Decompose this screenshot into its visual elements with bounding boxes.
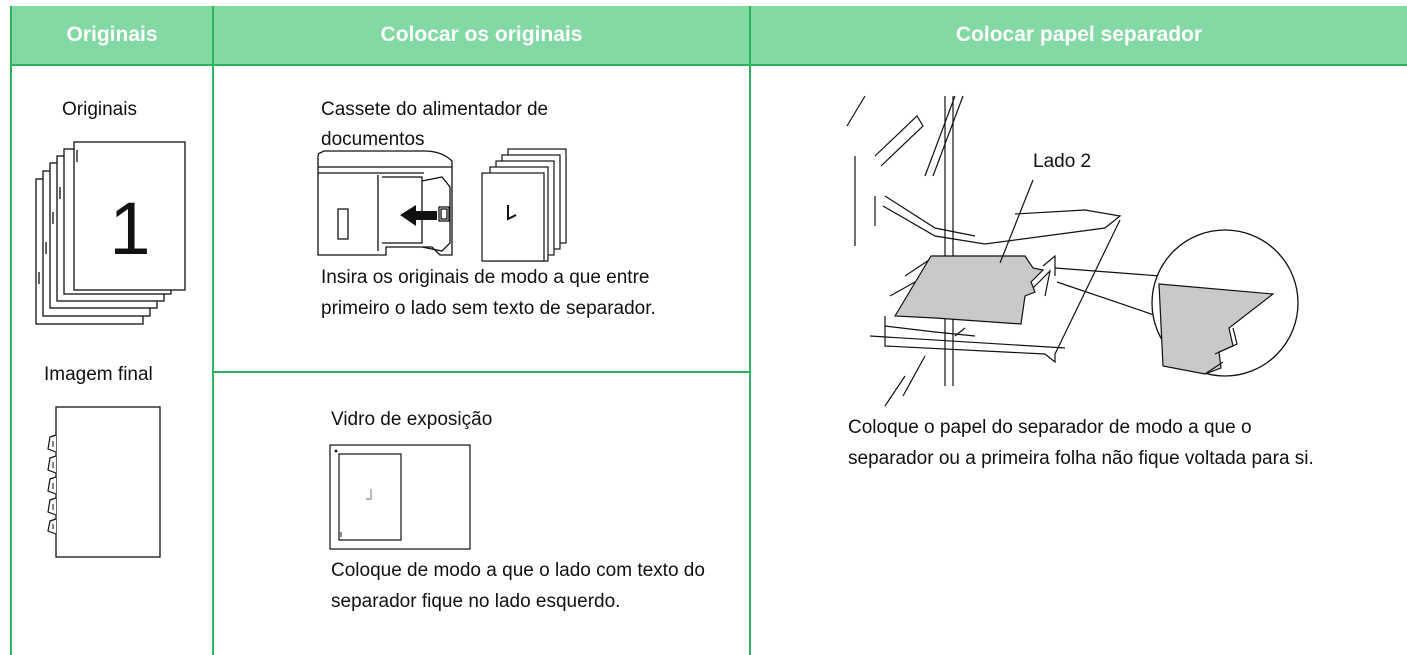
bypass-tray-side-label: Lado 2	[1033, 151, 1092, 172]
header-placing-originals: Colocar os originais	[214, 6, 749, 64]
final-image-label: Imagem final	[44, 364, 153, 385]
originals-label: Originais	[62, 99, 137, 120]
document-glass-illustration	[329, 444, 471, 550]
header-originals-label: Originais	[66, 23, 158, 46]
document-feeder-title: Cassete do alimentador de documentos	[321, 99, 549, 150]
header-placing-tab-paper-label: Colocar papel separador	[955, 23, 1203, 46]
bypass-tray-illustration	[846, 95, 1299, 407]
original-page-number: 1	[109, 187, 150, 270]
divider-col-1	[212, 6, 214, 655]
header-originals: Originais	[12, 6, 212, 64]
middle-row-divider	[212, 371, 751, 373]
header-placing-originals-label: Colocar os originais	[380, 23, 583, 46]
document-glass-title: Vidro de exposição	[331, 409, 493, 430]
final-image-illustration	[47, 406, 161, 558]
left-border	[10, 6, 12, 655]
document-feeder-instruction: Insira os originais de modo a que entre …	[321, 267, 656, 319]
divider-col-2	[749, 6, 751, 655]
document-feeder-illustration	[317, 148, 567, 262]
header-bottom-border	[10, 64, 1407, 66]
bypass-tray-instruction: Coloque o papel do separador de modo a q…	[848, 417, 1314, 469]
header-placing-tab-paper: Colocar papel separador	[751, 6, 1407, 64]
document-glass-instruction: Coloque de modo a que o lado com texto d…	[331, 560, 705, 612]
originals-stack-illustration: 1	[35, 141, 186, 325]
